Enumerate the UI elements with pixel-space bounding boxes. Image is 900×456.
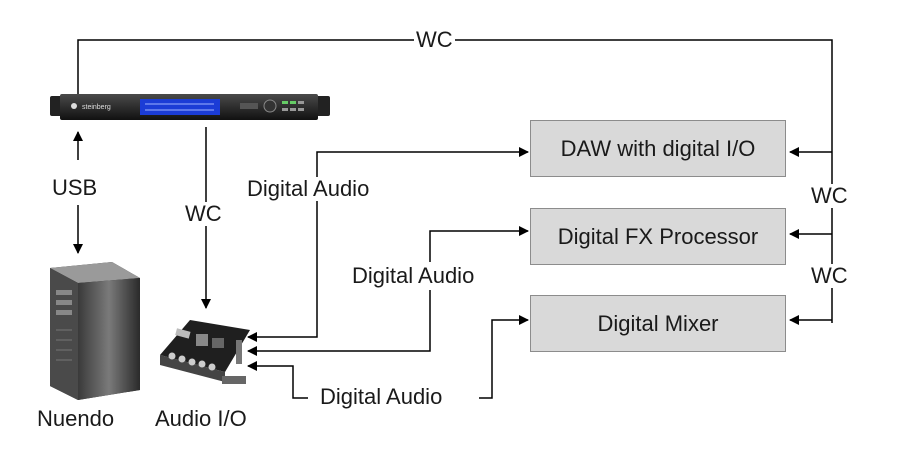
connection-lines xyxy=(73,39,833,399)
fx-processor-box: Digital FX Processor xyxy=(530,208,786,265)
rack-sync-unit-icon: steinberg xyxy=(50,94,330,120)
digital-audio-3-to-io xyxy=(247,361,308,399)
wc-left-label: WC xyxy=(183,201,224,226)
digital-audio-2-to-io xyxy=(247,290,431,356)
sync-unit-brand: steinberg xyxy=(82,104,111,111)
digital-mixer-box: Digital Mixer xyxy=(530,295,786,352)
computer-label: Nuendo xyxy=(35,406,117,431)
wc-top-label: WC xyxy=(414,27,455,52)
digital-audio-label-2: Digital Audio xyxy=(350,263,477,288)
digital-audio-label-3: Digital Audio xyxy=(318,384,445,409)
wc-right-label-2: WC xyxy=(809,263,850,288)
digital-audio-2-to-fx xyxy=(429,226,529,262)
audio-io-label: Audio I/O xyxy=(153,406,249,431)
digital-audio-1-to-daw xyxy=(316,147,529,177)
tower-computer-icon xyxy=(50,262,140,400)
digital-audio-label-1: Digital Audio xyxy=(245,176,372,201)
digital-audio-3-to-mixer xyxy=(479,315,529,399)
daw-box: DAW with digital I/O xyxy=(530,120,786,177)
wc-top-line xyxy=(77,39,833,323)
wc-right-label-1: WC xyxy=(809,183,850,208)
digital-audio-1-to-io xyxy=(247,200,318,342)
audio-interface-card-icon xyxy=(160,320,250,384)
usb-label: USB xyxy=(50,175,100,200)
